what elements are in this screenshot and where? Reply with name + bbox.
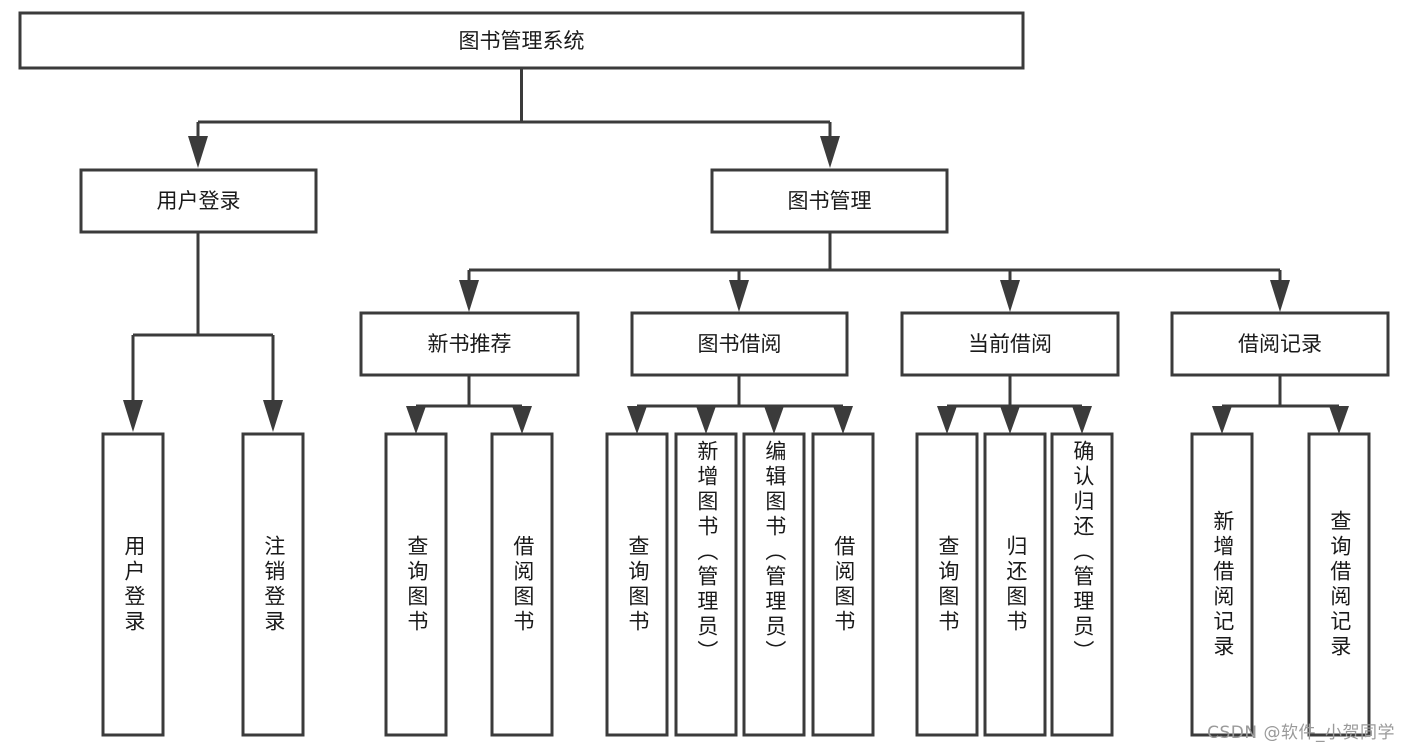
node-borrow-records-label: 借阅记录 [1238, 332, 1322, 356]
connector-group-newbook [406, 375, 532, 434]
arrow-bookmgmt-to-newbook [459, 280, 479, 312]
connector-group-currentborrow [937, 375, 1092, 434]
leaf-box-current-borrow-3[interactable] [1050, 432, 1114, 737]
arrow-records-leaf-1 [1212, 406, 1232, 434]
node-book-management[interactable]: 图书管理 [710, 168, 949, 234]
node-book-management-box[interactable] [710, 168, 949, 234]
arrow-newbook-leaf-2 [512, 406, 532, 434]
leaf-box-new-book-1[interactable] [384, 432, 448, 737]
leaf-box-book-borrow-4[interactable] [811, 432, 875, 737]
connector-group-records [1212, 375, 1349, 434]
arrow-currentborrow-leaf-3 [1072, 406, 1092, 434]
connector-group-userlogin [123, 232, 283, 432]
node-current-borrow-label: 当前借阅 [968, 332, 1052, 356]
watermark-text: CSDN @软件_小贺同学 [1207, 723, 1395, 743]
arrow-bookborrow-leaf-1 [627, 406, 647, 434]
node-current-borrow[interactable]: 当前借阅 [900, 311, 1120, 377]
arrow-userlogin-leaf-1 [123, 400, 143, 432]
node-root[interactable]: 图书管理系统 [18, 11, 1025, 70]
arrow-bookmgmt-to-records [1270, 280, 1290, 312]
arrow-bookmgmt-to-bookborrow [729, 280, 749, 312]
node-root-label: 图书管理系统 [459, 29, 585, 53]
leaf-box-user-login-2[interactable] [241, 432, 305, 737]
arrow-root-to-userlogin [188, 136, 208, 168]
node-root-box[interactable] [18, 11, 1025, 70]
arrow-bookmgmt-to-currentborrow [1000, 280, 1020, 312]
node-user-login-label: 用户登录 [157, 189, 241, 213]
node-book-management-label: 图书管理 [788, 189, 872, 213]
node-book-borrow[interactable]: 图书借阅 [630, 311, 849, 377]
connector-group-bookborrow [627, 375, 853, 434]
arrow-bookborrow-leaf-4 [833, 406, 853, 434]
leaf-box-user-login-1[interactable] [101, 432, 165, 737]
node-book-borrow-box[interactable] [630, 311, 849, 377]
node-new-book-recommend[interactable]: 新书推荐 [359, 311, 580, 377]
arrow-bookborrow-leaf-3 [764, 406, 784, 434]
node-borrow-records[interactable]: 借阅记录 [1170, 311, 1390, 377]
arrow-records-leaf-2 [1329, 406, 1349, 434]
connector-group-root [188, 68, 840, 168]
connector-group-bookmgmt [459, 232, 1290, 312]
leaf-box-current-borrow-1[interactable] [915, 432, 979, 737]
leaf-box-book-borrow-3[interactable] [742, 432, 806, 737]
arrow-root-to-bookmgmt [820, 136, 840, 168]
node-book-borrow-label: 图书借阅 [698, 332, 782, 356]
arrow-newbook-leaf-1 [406, 406, 426, 434]
node-user-login-box[interactable] [79, 168, 318, 234]
arrow-userlogin-leaf-2 [263, 400, 283, 432]
leaf-box-new-book-2[interactable] [490, 432, 554, 737]
node-user-login[interactable]: 用户登录 [79, 168, 318, 234]
leaf-box-book-borrow-1[interactable] [605, 432, 669, 737]
arrow-currentborrow-leaf-1 [937, 406, 957, 434]
node-new-book-recommend-label: 新书推荐 [428, 332, 512, 356]
leaf-box-records-1[interactable] [1190, 432, 1254, 737]
arrow-currentborrow-leaf-2 [1000, 406, 1020, 434]
leaf-box-book-borrow-2[interactable] [674, 432, 738, 737]
leaf-box-records-2[interactable] [1307, 432, 1371, 737]
node-current-borrow-box[interactable] [900, 311, 1120, 377]
node-new-book-recommend-box[interactable] [359, 311, 580, 377]
node-borrow-records-box[interactable] [1170, 311, 1390, 377]
leaf-box-current-borrow-2[interactable] [983, 432, 1047, 737]
arrow-bookborrow-leaf-2 [696, 406, 716, 434]
